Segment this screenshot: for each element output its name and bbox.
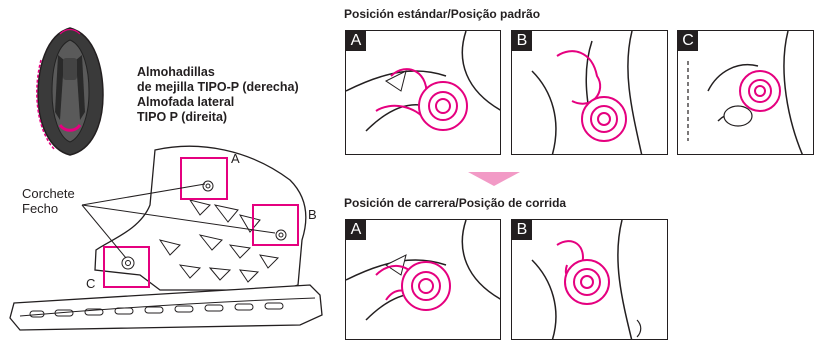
callout-label-b: B xyxy=(308,207,317,222)
panel-tag-a: A xyxy=(346,31,366,51)
panel-tag-c: C xyxy=(678,31,698,51)
pad-label-line1: Almohadillas xyxy=(137,65,215,79)
panel-tag-racing-a: A xyxy=(346,220,366,240)
callout-label-a: A xyxy=(231,151,240,166)
leader-lines xyxy=(81,183,276,259)
down-arrow-icon xyxy=(468,172,520,186)
pad-label-line4: TIPO P (direita) xyxy=(137,110,228,124)
helmet-icon xyxy=(36,27,104,156)
racing-position-title: Posición de carrera/Posição de corrida xyxy=(344,196,567,210)
standard-panel-b: B xyxy=(511,30,668,155)
standard-panel-c: C xyxy=(677,30,814,155)
panel-tag-racing-b: B xyxy=(512,220,532,240)
pad-label: Almohadillas de mejilla TIPO-P (derecha)… xyxy=(137,65,299,125)
hook-label: Corchete Fecho xyxy=(22,186,75,216)
cheek-pad-shape xyxy=(9,145,323,331)
hook-label-pt: Fecho xyxy=(22,201,59,216)
hook-label-es: Corchete xyxy=(22,186,75,201)
callout-label-c: C xyxy=(86,276,96,291)
standard-position-title: Posición estándar/Posição padrão xyxy=(344,7,541,21)
pad-label-line3: Almofada lateral xyxy=(137,95,235,109)
pad-label-line2: de mejilla TIPO-P (derecha) xyxy=(137,80,299,94)
callout-box-b xyxy=(252,204,299,246)
panel-tag-b: B xyxy=(512,31,532,51)
racing-panel-b: B xyxy=(511,219,668,340)
callout-box-c xyxy=(103,246,150,288)
racing-panel-a: A xyxy=(345,219,501,340)
hook-icons xyxy=(121,180,287,270)
cheek-pad-details xyxy=(19,199,316,318)
callout-box-a xyxy=(180,157,228,200)
standard-panel-a: A xyxy=(345,30,501,155)
